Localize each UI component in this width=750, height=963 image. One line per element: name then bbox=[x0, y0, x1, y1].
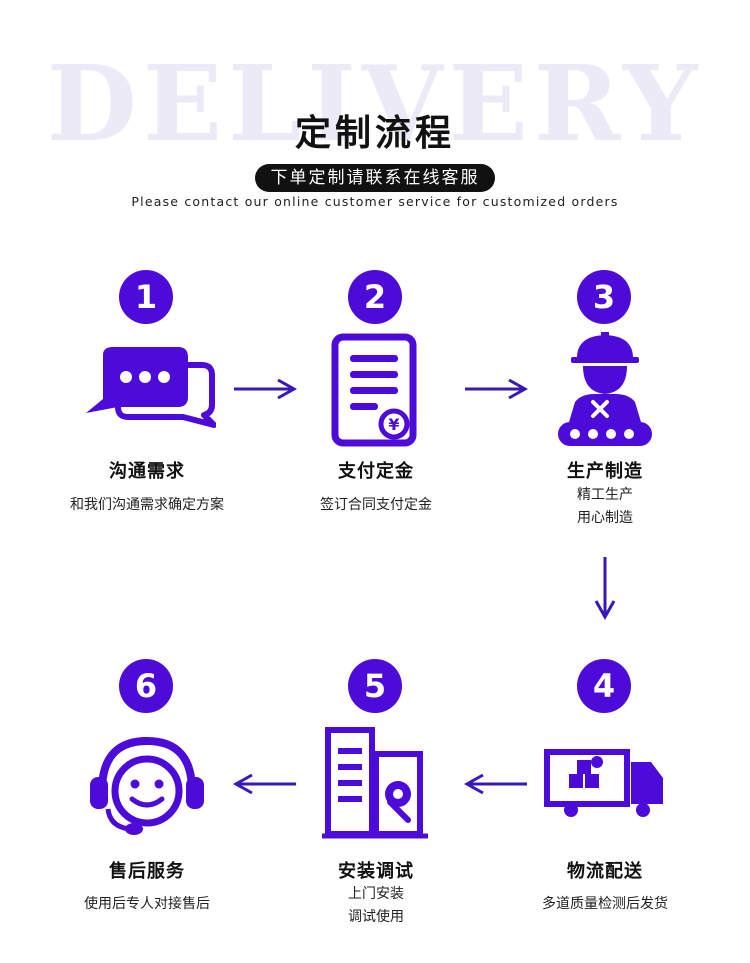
step-1-desc: 和我们沟通需求确定方案 bbox=[70, 497, 224, 513]
step-6-desc: 使用后专人对接售后 bbox=[84, 896, 210, 912]
step-1-name: 沟通需求 bbox=[109, 461, 185, 482]
step-6-name: 售后服务 bbox=[109, 861, 185, 882]
step-4-badge: 4 bbox=[577, 659, 631, 713]
contact-pill: 下单定制请联系在线客服 bbox=[255, 164, 495, 192]
step-5-desc-1: 上门安装 bbox=[348, 886, 404, 902]
step-5-badge: 5 bbox=[348, 659, 402, 713]
step-2-name: 支付定金 bbox=[338, 461, 414, 482]
delivery-truck-icon bbox=[544, 749, 663, 817]
arrow-right-icon bbox=[234, 378, 298, 400]
step-6-badge: 6 bbox=[119, 659, 173, 713]
page-subtitle: Please contact our online customer servi… bbox=[131, 194, 619, 209]
step-4-desc: 多道质量检测后发货 bbox=[542, 896, 668, 912]
invoice-yuan-icon: ¥ bbox=[331, 333, 417, 447]
step-5-desc-2: 调试使用 bbox=[348, 909, 404, 925]
step-3-badge: 3 bbox=[577, 270, 631, 324]
headset-smiley-icon bbox=[90, 736, 204, 835]
server-gear-icon bbox=[322, 727, 428, 839]
step-2-badge: 2 bbox=[348, 270, 402, 324]
arrow-left-icon bbox=[232, 773, 296, 795]
step-3-name: 生产制造 bbox=[567, 461, 643, 482]
page-title: 定制流程 bbox=[294, 113, 455, 154]
step-2-desc: 签订合同支付定金 bbox=[320, 497, 432, 513]
step-5-name: 安装调试 bbox=[338, 861, 414, 882]
chat-bubbles-icon bbox=[86, 347, 216, 428]
step-1-badge: 1 bbox=[119, 270, 173, 324]
arrow-down-icon bbox=[594, 557, 616, 621]
worker-conveyor-icon bbox=[558, 332, 652, 446]
svg-text:¥: ¥ bbox=[388, 415, 399, 434]
step-3-desc-2: 用心制造 bbox=[577, 510, 633, 526]
watermark-text: DELIVERY bbox=[46, 42, 704, 165]
arrow-left-icon bbox=[463, 773, 527, 795]
step-3-desc-1: 精工生产 bbox=[577, 487, 633, 503]
step-4-name: 物流配送 bbox=[567, 861, 643, 882]
arrow-right-icon bbox=[465, 378, 529, 400]
